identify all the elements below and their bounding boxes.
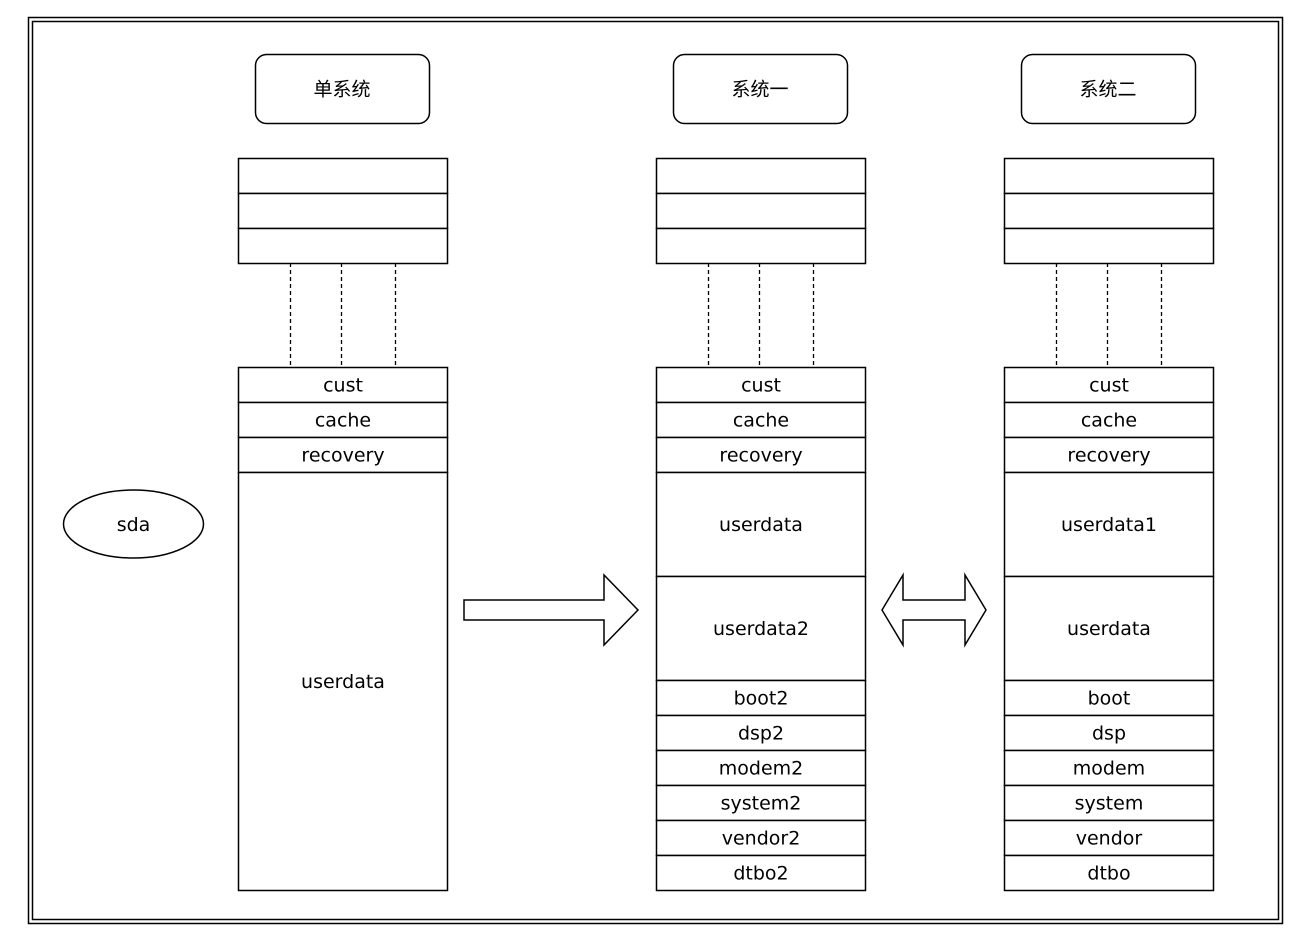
partition-label: userdata1	[1061, 514, 1157, 536]
partition-cell	[1003, 784, 1215, 822]
partition-cell	[655, 679, 867, 717]
partition-cell	[655, 749, 867, 787]
partition-label: recovery	[301, 445, 384, 467]
double-arrow	[881, 572, 987, 648]
partition-cell	[1003, 575, 1215, 682]
partition-cell	[655, 784, 867, 822]
column-3: 系统二 cust cache recovery userdata1 userdata boo…	[1003, 53, 1215, 892]
partition-label: userdata	[1067, 618, 1151, 640]
sda-ellipse	[62, 489, 205, 559]
column-header-label: 单系统	[313, 79, 370, 101]
partition-label: boot2	[734, 688, 789, 710]
column-header-label: 系统二	[1079, 79, 1136, 101]
columns-layer: 单系统 cust cache recovery userdata 系统一 cust cache…	[237, 53, 1215, 892]
partition-cell	[237, 366, 449, 404]
outer-frame	[27, 16, 1284, 925]
partition-cell	[1003, 679, 1215, 717]
partition-cell	[1003, 471, 1215, 578]
stack-row	[237, 157, 449, 195]
stack-row	[655, 157, 867, 195]
partition-label: recovery	[719, 445, 802, 467]
partition-label: vendor2	[722, 828, 801, 850]
column-header-box	[254, 53, 431, 125]
partition-label: modem2	[719, 758, 803, 780]
partition-cell	[237, 471, 449, 892]
stack-row	[1003, 157, 1215, 195]
partition-label: vendor	[1076, 828, 1143, 850]
column-header-box	[1020, 53, 1197, 125]
sda-label: sda	[117, 514, 151, 536]
partition-cell	[655, 854, 867, 892]
partition-label: cache	[315, 410, 371, 432]
partition-cell	[655, 819, 867, 857]
partition-label: cache	[1081, 410, 1137, 432]
right-arrow	[463, 573, 640, 647]
partition-label: dtbo	[1087, 863, 1130, 885]
column-header-box	[672, 53, 849, 125]
stack-row	[237, 227, 449, 265]
column-2: 系统一 cust cache recovery userdata userdata2 boo…	[655, 53, 867, 892]
inner-frame	[31, 20, 1280, 921]
partition-label: dtbo2	[733, 863, 788, 885]
column-1: 单系统 cust cache recovery userdata	[237, 53, 449, 892]
partition-label: recovery	[1067, 445, 1150, 467]
partition-label: userdata	[301, 671, 385, 693]
partition-label: cust	[741, 375, 781, 397]
partition-cell	[655, 575, 867, 682]
partition-label: system	[1075, 793, 1144, 815]
stack-row	[655, 227, 867, 265]
stack-row	[655, 192, 867, 230]
partition-cell	[655, 436, 867, 474]
stack-row	[237, 192, 449, 230]
partition-cell	[655, 401, 867, 439]
partition-label: userdata	[719, 514, 803, 536]
partition-cell	[655, 714, 867, 752]
partition-cell	[655, 366, 867, 404]
partition-cell	[1003, 436, 1215, 474]
partition-label: modem	[1073, 758, 1145, 780]
partition-label: cust	[323, 375, 363, 397]
partition-label: boot	[1088, 688, 1131, 710]
partition-label: dsp	[1092, 723, 1126, 745]
partition-cell	[1003, 366, 1215, 404]
partition-cell	[1003, 819, 1215, 857]
partition-cell	[1003, 854, 1215, 892]
partition-cell	[655, 471, 867, 578]
column-header-label: 系统一	[731, 79, 788, 101]
partition-label: cust	[1089, 375, 1129, 397]
stack-row	[1003, 227, 1215, 265]
partition-cell	[1003, 714, 1215, 752]
partition-label: cache	[733, 410, 789, 432]
partition-cell	[1003, 401, 1215, 439]
partition-label: system2	[721, 793, 802, 815]
partition-label: userdata2	[713, 618, 809, 640]
partition-label: dsp2	[738, 723, 784, 745]
stack-row	[1003, 192, 1215, 230]
